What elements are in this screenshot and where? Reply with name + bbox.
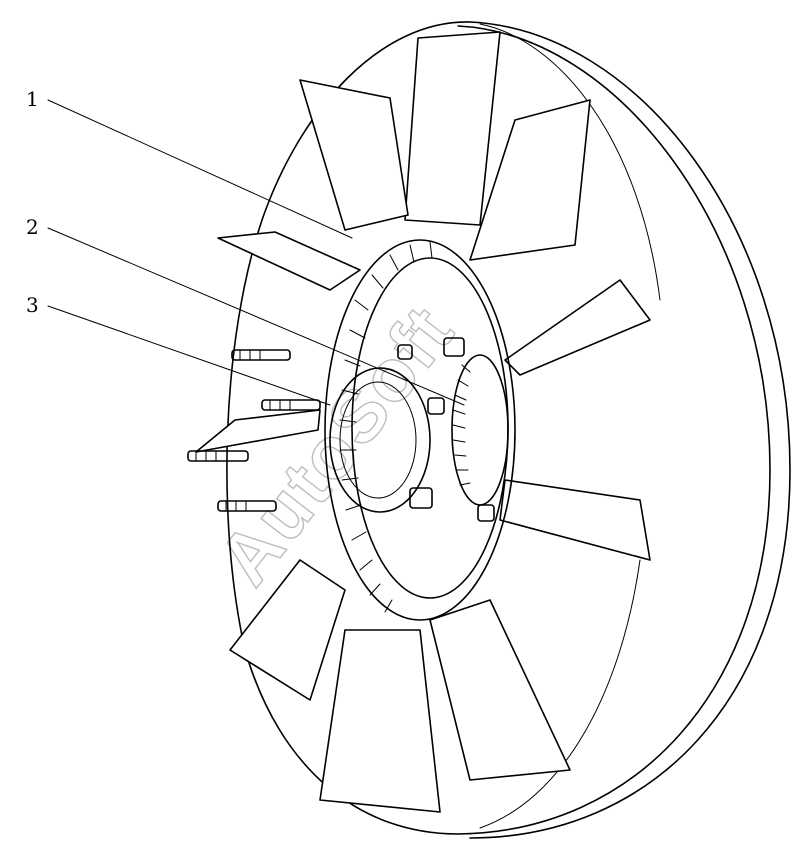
hub-fins: [339, 241, 433, 613]
callout-3: 3: [26, 293, 39, 317]
leader-line-1: [47, 99, 353, 239]
blade-right: [504, 279, 651, 376]
fan-blades: [195, 31, 651, 813]
callout-2: 2: [26, 215, 39, 239]
stud: [217, 500, 277, 512]
nut: [477, 504, 495, 522]
nut: [443, 337, 465, 357]
leader-line-3: [47, 305, 331, 406]
nut: [409, 487, 433, 509]
callout-labels: 1 2 3: [26, 87, 39, 317]
nut: [427, 397, 445, 415]
mounting-studs: [187, 349, 321, 512]
blade-right-lower: [499, 479, 651, 561]
bimetal-coil: [451, 354, 509, 506]
blade-bottom: [319, 629, 441, 813]
blade-left-mid: [195, 409, 321, 453]
blade-top: [404, 31, 501, 226]
stud: [231, 349, 291, 361]
blade-bottom-right: [429, 599, 571, 781]
blade-bottom-left: [229, 559, 346, 701]
blade-top-right: [469, 99, 591, 261]
blade-upper-left: [299, 79, 409, 231]
stud: [187, 450, 249, 462]
callout-1: 1: [26, 87, 39, 111]
leader-lines: [47, 99, 465, 406]
stud: [261, 399, 321, 411]
nut: [397, 344, 413, 360]
leader-line-2: [47, 227, 465, 406]
hub-nuts: [397, 337, 495, 522]
blade-left-upper: [217, 231, 361, 291]
